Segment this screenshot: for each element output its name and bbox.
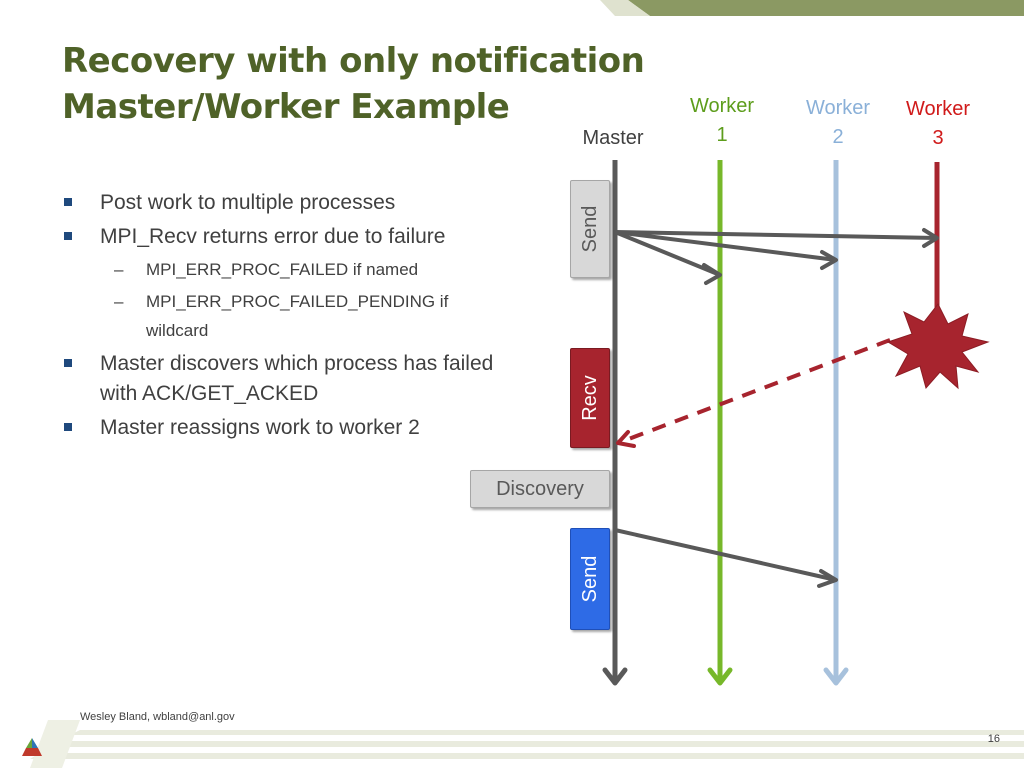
sub-bullet-item: – MPI_ERR_PROC_FAILED if named [62,255,502,284]
footer-author: Wesley Bland, wbland@anl.gov [80,711,235,723]
sub-bullet-item: – MPI_ERR_PROC_FAILED_PENDING if wildcar… [62,287,502,345]
send-arrow-worker-2 [614,230,837,262]
discovery-box: Discovery [470,470,610,508]
failure-burst-icon [886,303,990,390]
slide-title: Recovery with only notification Master/W… [62,38,645,130]
worker-1-label-line-2: 1 [716,124,728,146]
bullet-item: Post work to multiple processes [62,188,502,218]
worker-2-label: Worker 2 [788,94,888,152]
logo-red-segment [22,748,42,756]
worker-2-label-line-1: Worker [805,97,871,119]
footer-stripe-3 [30,753,1024,759]
footer-stripe-2 [50,741,1024,747]
footer-stripe-1 [70,730,1024,735]
send-arrow-worker-2-head [820,250,838,270]
worker-1-label: Worker 1 [672,92,772,150]
title-line-2: Master/Worker Example [62,87,510,127]
master-label: Master [582,127,644,149]
send-arrow-worker-1-head [702,263,722,285]
bullet-item: Master discovers which process has faile… [62,349,502,409]
institution-logo [22,738,42,756]
recv-box: Recv [570,348,610,448]
reassign-send-arrow-worker-2 [614,528,837,582]
worker-3-label: Worker 3 [888,95,988,153]
logo-blue-segment [32,738,38,748]
bullet-text: Master discovers which process has faile… [100,352,494,405]
send-arrow-worker-3 [614,230,938,240]
title-line-1: Recovery with only notification [62,41,645,81]
send-box-reassign: Send [570,528,610,630]
worker-2-label-line-2: 2 [832,126,844,148]
bullet-text: MPI_Recv returns error due to failure [100,225,446,248]
logo-green-segment [26,738,32,748]
bullet-list: Post work to multiple processes MPI_Recv… [62,184,502,443]
send-box-initial-label: Send [579,205,601,253]
dash-bullet-icon: – [114,260,124,279]
recv-box-label: Recv [579,375,601,421]
send-arrow-worker-1 [614,230,721,277]
send-box-initial: Send [570,180,610,278]
worker-1-timeline-arrowhead [707,667,733,686]
square-bullet-icon [64,423,72,431]
bullet-text: Master reassigns work to worker 2 [100,416,420,439]
bullet-item: MPI_Recv returns error due to failure [62,222,502,252]
bullet-text: Post work to multiple processes [100,191,396,214]
square-bullet-icon [64,232,72,240]
reassign-send-arrow-head [817,569,838,588]
failure-notification-arrow [617,338,891,445]
worker-2-timeline-arrowhead [823,667,849,686]
send-box-reassign-label: Send [579,555,601,603]
sub-bullet-text: MPI_ERR_PROC_FAILED_PENDING if wildcard [146,292,449,340]
bullet-item: Master reassigns work to worker 2 [62,413,502,443]
square-bullet-icon [64,359,72,367]
worker-3-label-line-1: Worker [905,98,971,120]
dash-bullet-icon: – [114,292,124,311]
header-stripe [628,0,1024,16]
page-number: 16 [987,733,1000,745]
failure-notification-arrow-head [616,430,636,448]
worker-3-label-line-2: 3 [932,127,944,149]
send-arrow-worker-3-head [922,228,939,248]
sub-bullet-text: MPI_ERR_PROC_FAILED if named [146,260,419,279]
header-stripe-light [600,0,650,16]
worker-1-label-line-1: Worker [689,95,755,117]
master-timeline-arrowhead [602,667,628,686]
footer-stripe-4 [30,720,80,768]
square-bullet-icon [64,198,72,206]
discovery-box-label: Discovery [496,478,584,500]
